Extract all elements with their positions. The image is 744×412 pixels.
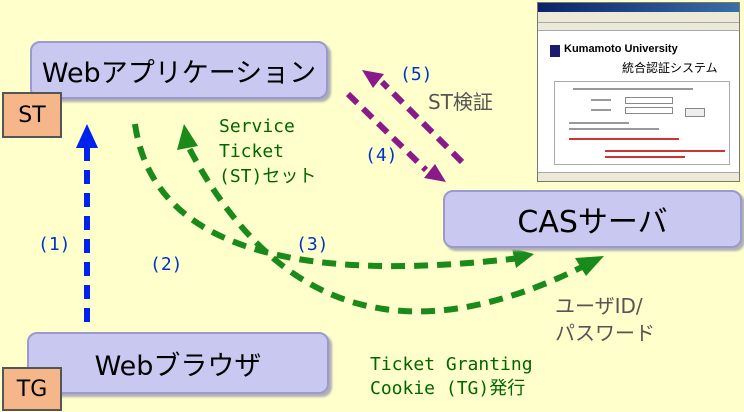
web-browser-label: Webブラウザ <box>94 350 262 382</box>
cas-window-toolbar <box>538 12 739 23</box>
arrow-step-1 <box>76 124 98 322</box>
step-1-label: (1) <box>38 234 71 255</box>
cas-login-form <box>554 81 730 165</box>
cas-window-header: Kumamoto University 統合認証システム <box>550 43 733 79</box>
step-4-label: (4) <box>365 145 398 166</box>
cas-server-label: CASサーバ <box>517 205 668 240</box>
web-application-label: Webアプリケーション <box>41 57 317 89</box>
cas-window-address-bar <box>538 23 739 31</box>
arrow-step-3-head <box>575 256 604 276</box>
arrow-step-5 <box>362 70 465 165</box>
cas-login-button <box>685 108 705 117</box>
web-application-node: Webアプリケーション <box>30 41 328 99</box>
tg-tag-label: TG <box>16 376 48 402</box>
web-browser-node: Webブラウザ <box>27 332 329 394</box>
service-ticket-label: Service Ticket (ST)セット <box>219 116 317 187</box>
st-verify-label: ST検証 <box>428 90 493 114</box>
st-tag: ST <box>2 92 62 138</box>
cas-password-input <box>625 107 673 114</box>
step-3-label: (3) <box>296 234 329 255</box>
arrow-step-2 <box>132 123 534 270</box>
cas-login-window-thumbnail: Kumamoto University 統合認証システム <box>537 2 740 182</box>
step-5-label: (5) <box>400 64 433 85</box>
st-tag-label: ST <box>18 102 46 128</box>
cas-system-name: 統合認証システム <box>622 61 718 75</box>
arrow-step-3 <box>177 124 590 315</box>
cas-server-node: CASサーバ <box>443 190 742 248</box>
university-logo-icon <box>550 45 560 57</box>
cas-university-name: Kumamoto University <box>564 43 678 55</box>
tg-tag: TG <box>2 367 62 411</box>
cas-window-titlebar <box>538 3 739 12</box>
ticket-granting-cookie-label: Ticket Granting Cookie (TG)発行 <box>370 354 533 399</box>
cas-window-statusbar <box>538 172 739 181</box>
user-id-password-label: ユーザID/ パスワード <box>555 294 655 345</box>
cas-userid-input <box>625 97 673 104</box>
arrow-step-4 <box>345 91 446 182</box>
step-2-label: (2) <box>150 254 183 275</box>
